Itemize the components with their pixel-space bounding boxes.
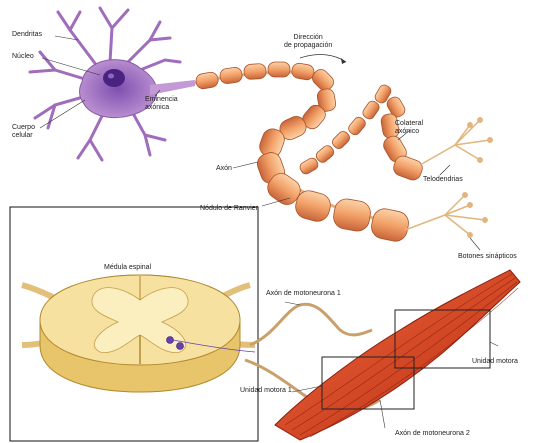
myelin-sheath <box>195 62 425 243</box>
label-axon-hillock-line2: axónica <box>145 104 169 111</box>
nucleus <box>103 69 125 87</box>
label-axon-hillock-line1: Eminencia <box>145 96 178 103</box>
label-motor-unit-1: Unidad motora 1 <box>240 387 292 395</box>
label-spinal-cord: Médula espinal <box>104 264 151 272</box>
label-motor-axon-1: Axón de motoneurona 1 <box>266 290 341 298</box>
label-cell-body-line1: Cuerpo <box>12 124 35 131</box>
label-motor-axon-2: Axón de motoneurona 2 <box>395 430 470 438</box>
label-cell-body-line2: celular <box>12 132 33 139</box>
label-collateral-line1: Colateral <box>395 120 423 127</box>
label-nucleus: Núcleo <box>12 53 34 61</box>
label-axon: Axón <box>216 165 232 173</box>
motor-axon-1 <box>250 304 372 345</box>
label-propagation-line1: Dirección <box>294 34 323 41</box>
label-dendrites: Dendritas <box>12 31 42 39</box>
neuron <box>30 8 405 228</box>
label-cell-body: Cuerpo celular <box>12 124 35 140</box>
spinal-cord <box>22 275 255 392</box>
label-collateral: Colateral axónico <box>395 120 423 136</box>
label-ranvier: Nódulo de Ranvier <box>200 205 258 213</box>
motor-neuron-1 <box>167 337 174 344</box>
label-propagation: Dirección de propagación <box>284 34 332 50</box>
label-axon-hillock: Eminencia axónica <box>145 96 178 112</box>
label-propagation-line2: de propagación <box>284 42 332 49</box>
motor-neuron-2 <box>177 343 184 350</box>
label-telodendria: Telodendrias <box>423 176 463 184</box>
label-boutons: Botones sinápticos <box>458 253 517 261</box>
axon-hillock <box>150 80 195 95</box>
propagation-arrow <box>300 55 346 62</box>
label-collateral-line2: axónico <box>395 128 419 135</box>
label-motor-unit: Unidad motora <box>472 358 518 366</box>
